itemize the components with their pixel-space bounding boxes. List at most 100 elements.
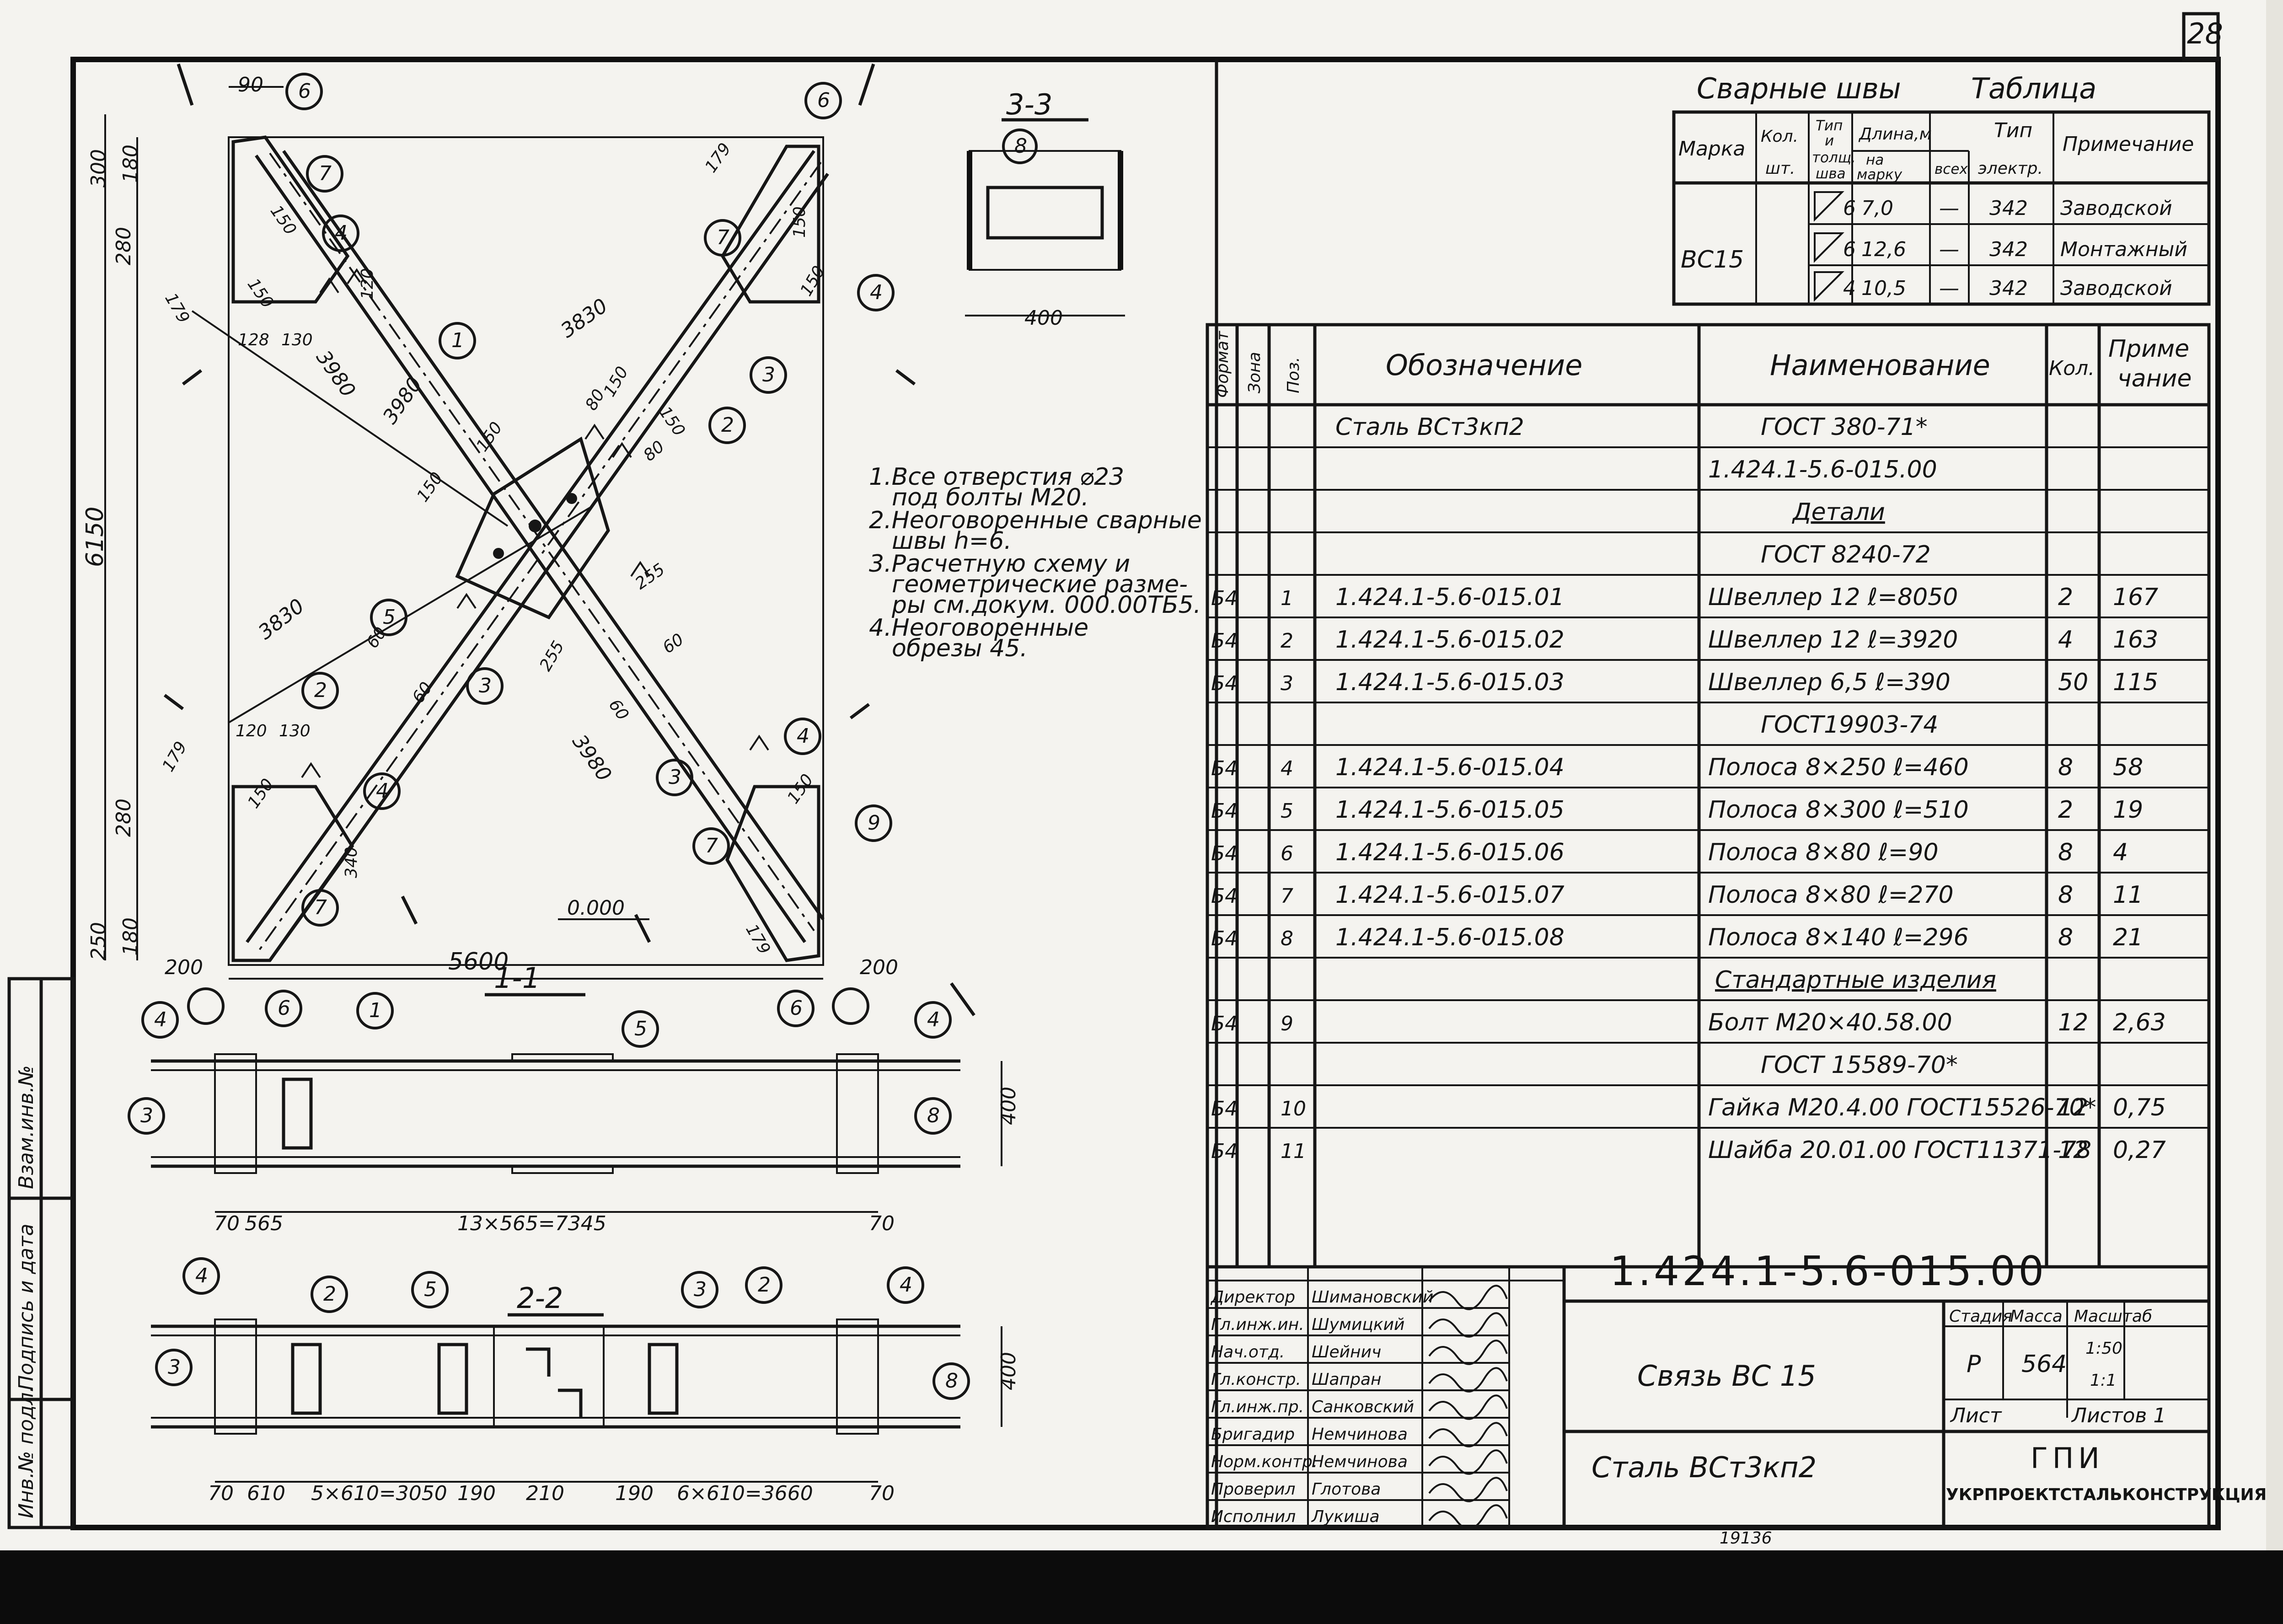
svg-text:и: и [1825, 133, 1834, 149]
spec-cell-p: 10 [1281, 1097, 1306, 1120]
staff-person: Шейнич [1312, 1343, 1381, 1361]
spec-cell-n: Швеллер 6,5 ℓ=390 [1708, 669, 1951, 696]
spec-cell-p: 7 [1281, 884, 1293, 908]
staff-person: Немчинова [1312, 1452, 1408, 1471]
svg-text:150: 150 [413, 469, 447, 505]
spec-cell-r: 0,75 [2113, 1094, 2166, 1121]
spec-cell-f: Б4 [1211, 629, 1238, 653]
svg-text:3-3: 3-3 [1006, 88, 1052, 121]
svg-text:3980: 3980 [568, 730, 616, 786]
spec-cell-n: Шайба 20.01.00 ГОСТ11371-78 [1708, 1136, 2091, 1164]
drawing-name: Связь ВС 15 [1637, 1359, 1816, 1393]
spec-cell-p: 6 [1281, 842, 1293, 865]
svg-text:179: 179 [161, 290, 193, 327]
spec-cell-p: 8 [1281, 927, 1293, 950]
svg-text:130: 130 [281, 331, 313, 349]
spec-cell-r: 19 [2113, 796, 2143, 824]
svg-text:70: 70 [869, 1482, 895, 1505]
spec-cell-n: ГОСТ 15589-70* [1761, 1051, 1958, 1079]
spec-cell-q: 12 [2058, 1094, 2088, 1121]
spec-cell-d: 1.424.1-5.6-015.03 [1335, 669, 1565, 696]
spec-cell-n: ГОСТ19903-74 [1761, 711, 1938, 739]
svg-text:4: 4 [870, 281, 883, 304]
svg-text:2: 2 [758, 1273, 771, 1297]
weld-table: Сварные швы Таблица Марка Кол. шт. Тип и… [1672, 72, 2211, 306]
svg-text:400: 400 [997, 1087, 1020, 1125]
svg-text:Сварные швы: Сварные швы [1697, 72, 1901, 105]
svg-text:—: — [1939, 238, 1959, 261]
svg-text:Наименование: Наименование [1770, 348, 1990, 382]
signature [1428, 1422, 1508, 1447]
svg-text:УКРПРОЕКТСТАЛЬКОНСТРУКЦИЯ: УКРПРОЕКТСТАЛЬКОНСТРУКЦИЯ [1946, 1485, 2267, 1504]
spec-cell-r: 0,27 [2113, 1136, 2166, 1164]
svg-text:255: 255 [536, 638, 568, 674]
svg-text:565: 565 [245, 1212, 283, 1235]
spec-cell-n: ГОСТ 380-71* [1761, 413, 1928, 441]
svg-text:5: 5 [424, 1278, 437, 1301]
svg-text:3: 3 [669, 766, 681, 789]
archive-number: 19136 [1720, 1529, 1772, 1548]
svg-text:Тип: Тип [1994, 119, 2032, 142]
staff-person: Глотова [1312, 1480, 1381, 1499]
svg-text:1.Все отверстия ⌀23: 1.Все отверстия ⌀23 [869, 463, 1124, 491]
svg-text:чание: чание [2117, 365, 2192, 392]
staff-person: Немчинова [1312, 1425, 1408, 1444]
spec-cell-n: Полоса 8×80 ℓ=270 [1708, 881, 1954, 909]
svg-text:электр.: электр. [1978, 159, 2043, 178]
svg-text:0.000: 0.000 [567, 896, 625, 920]
svg-text:марку: марку [1857, 166, 1902, 183]
staff-role: Исполнил [1211, 1507, 1296, 1526]
svg-text:12,6: 12,6 [1861, 238, 1906, 261]
svg-text:8: 8 [927, 1104, 940, 1127]
svg-text:Примечание: Примечание [2063, 133, 2194, 156]
spec-cell-f: Б4 [1211, 757, 1238, 780]
svg-text:400: 400 [997, 1352, 1020, 1390]
svg-text:ГПИ: ГПИ [2031, 1442, 2104, 1475]
staff-role: Норм.контр. [1211, 1452, 1318, 1471]
signature [1428, 1477, 1508, 1502]
spec-cell-p: 2 [1281, 629, 1293, 653]
svg-text:7: 7 [717, 226, 729, 249]
svg-text:10,5: 10,5 [1861, 277, 1906, 300]
spec-cell-f: Б4 [1211, 927, 1238, 950]
spec-cell-r: 21 [2113, 924, 2143, 951]
svg-text:130: 130 [279, 722, 311, 740]
spec-cell-d: 1.424.1-5.6-015.07 [1335, 881, 1565, 909]
spec-cell-r: 167 [2113, 584, 2158, 611]
title-block: 1.424.1-5.6-015.00 Связь ВС 15 Сталь ВСт… [1206, 1248, 2267, 1530]
svg-text:1:50: 1:50 [2085, 1339, 2122, 1358]
spec-cell-r: 11 [2113, 881, 2143, 909]
spec-cell-n: Стандартные изделия [1715, 966, 1996, 994]
svg-text:70: 70 [869, 1212, 895, 1235]
svg-text:обрезы 45.: обрезы 45. [892, 635, 1028, 662]
svg-text:342: 342 [1989, 238, 2028, 261]
svg-text:2: 2 [721, 413, 734, 437]
spec-cell-p: 4 [1281, 757, 1293, 780]
svg-text:4: 4 [927, 1008, 940, 1031]
spec-cell-f: Б4 [1211, 884, 1238, 908]
svg-text:3830: 3830 [254, 595, 309, 644]
svg-text:Кол.: Кол. [2049, 357, 2095, 380]
svg-text:255: 255 [632, 560, 669, 593]
svg-text:Масштаб: Масштаб [2074, 1307, 2152, 1326]
svg-text:ВС15: ВС15 [1681, 246, 1744, 273]
spec-cell-d: 1.424.1-5.6-015.01 [1335, 584, 1565, 611]
staff-person: Санковский [1312, 1398, 1414, 1416]
signature [1428, 1285, 1508, 1310]
svg-text:Тип: Тип [1816, 118, 1843, 134]
svg-text:Марка: Марка [1678, 137, 1745, 161]
svg-text:6: 6 [298, 80, 311, 103]
svg-text:2: 2 [314, 679, 327, 702]
svg-text:Длина,м: Длина,м [1858, 125, 1932, 144]
spec-cell-d: 1.424.1-5.6-015.02 [1335, 626, 1565, 654]
brace-plan-view: 90 300 180 280 179 120 128 130 150 150 3… [81, 63, 975, 1027]
svg-text:4.Неоговоренные: 4.Неоговоренные [869, 614, 1088, 642]
spec-cell-d: Сталь ВСт3кп2 [1335, 413, 1524, 441]
svg-text:Обозначение: Обозначение [1386, 348, 1582, 382]
svg-text:3980: 3980 [311, 346, 360, 402]
spec-cell-d: 1.424.1-5.6-015.08 [1335, 924, 1565, 951]
section-3-3: 3-3 400 8 [965, 88, 1125, 330]
svg-text:150: 150 [790, 206, 809, 238]
svg-text:7: 7 [319, 162, 332, 185]
svg-text:геометрические разме-: геометрические разме- [892, 571, 1188, 598]
